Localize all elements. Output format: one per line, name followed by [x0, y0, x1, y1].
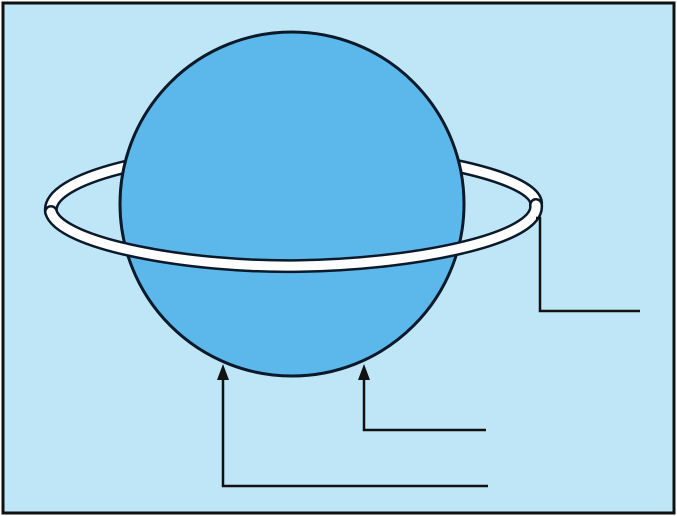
planet-sphere: [120, 32, 464, 376]
